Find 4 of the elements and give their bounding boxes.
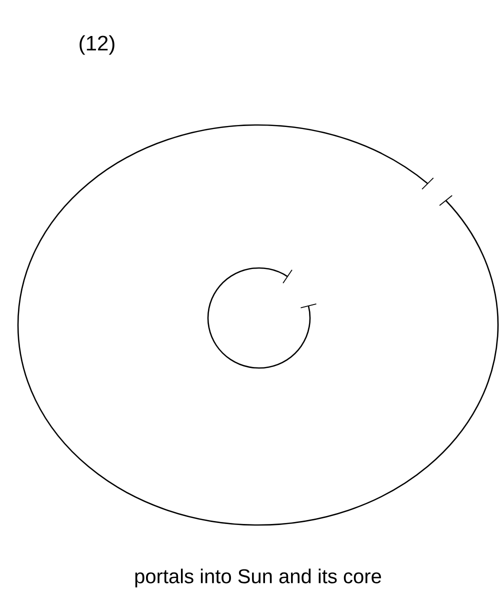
caption: portals into Sun and its core [135,568,382,588]
figure-number: (12) [80,35,114,55]
portal-circle [207,267,317,369]
portal-circle [17,124,498,526]
